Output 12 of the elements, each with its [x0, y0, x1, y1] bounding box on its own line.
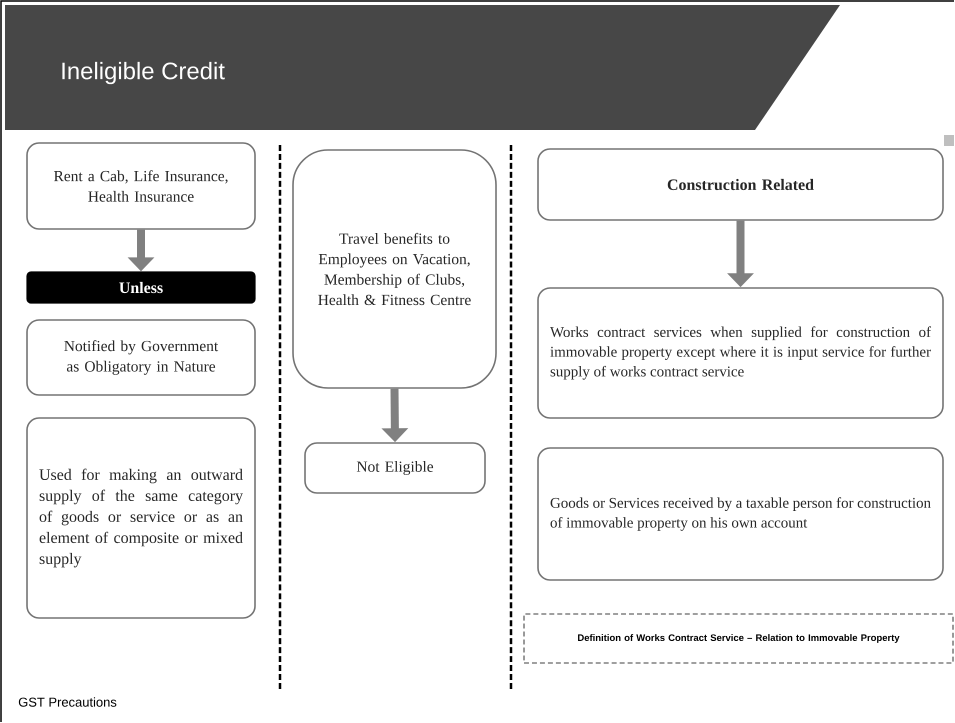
- text-box: Not Eligible: [304, 442, 486, 494]
- text-box: Used for making an outward supply of the same category of goods or service or as an element of composite or mixed supply: [26, 417, 256, 619]
- text-box: Notified by Government as Obligatory in Nature: [26, 319, 256, 396]
- diagram-title: Ineligible Credit: [62, 62, 225, 84]
- text-box: Travel benefits to Employees on Vacation, Membership of Clubs, Health & Fitness Centre: [292, 149, 497, 389]
- note-box: Definition of Works Contract Service – Relation to Immovable Property: [524, 614, 954, 664]
- text-box: Rent a Cab, Life Insurance, Health Insurance: [26, 142, 256, 230]
- footer-text: GST Precautions: [18, 697, 116, 707]
- text-box: Works contract services when supplied for construction of immovable property except where it is input service for further supply of works contract service: [537, 287, 944, 419]
- text-box: Goods or Services received by a taxable person for construction of immovable property on his own account: [537, 447, 944, 581]
- text-box: Construction Related: [537, 148, 944, 221]
- banner-box: Unless: [26, 271, 256, 304]
